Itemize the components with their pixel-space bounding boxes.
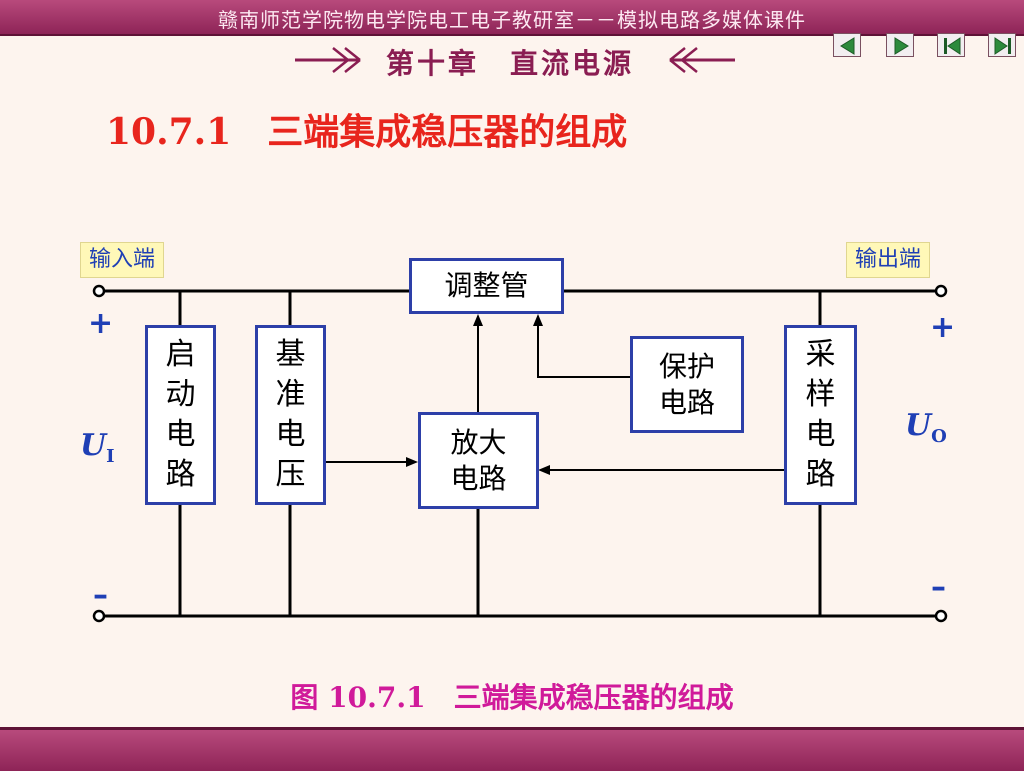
skip-first-icon — [944, 37, 961, 55]
input-minus-sign: – — [93, 578, 108, 613]
startup-label: 启动电路 — [165, 337, 196, 492]
first-button[interactable] — [937, 33, 965, 57]
output-plus-terminal — [934, 284, 948, 298]
protection-to-regulator-wire — [537, 322, 630, 378]
uo-sub: O — [931, 426, 947, 447]
ui-main: U — [80, 428, 107, 463]
input-minus-terminal — [92, 609, 106, 623]
prev-button[interactable] — [833, 33, 861, 57]
startup-block: 启动电路 — [145, 325, 216, 505]
amplifier-label: 放大电路 — [450, 425, 507, 495]
output-minus-sign: – — [931, 570, 946, 605]
right-ornament-icon — [669, 47, 735, 73]
arrow-left-sampling — [538, 465, 550, 475]
protection-label: 保护电路 — [658, 349, 715, 419]
reference-block: 基准电压 — [255, 325, 326, 505]
regulator-label: 调整管 — [444, 269, 529, 302]
reference-label: 基准电压 — [275, 337, 306, 492]
arrow-up-protection — [533, 314, 543, 326]
amplifier-block: 放大电路 — [418, 412, 539, 509]
arrow-right-reference — [406, 457, 418, 467]
triangle-left-icon — [840, 37, 855, 55]
course-title: 赣南师范学院物电学院电工电子教研室－－模拟电路多媒体课件 — [218, 8, 806, 32]
output-plus-sign: + — [930, 310, 956, 345]
arrow-up-amp — [473, 314, 483, 326]
sampling-block: 采样电路 — [784, 325, 857, 505]
input-plus-terminal — [92, 284, 106, 298]
regulator-block: 调整管 — [409, 258, 564, 314]
input-voltage-symbol: UI — [80, 428, 115, 467]
output-minus-terminal — [934, 609, 948, 623]
skip-last-icon — [994, 37, 1011, 55]
section-title: 10.7.1 三端集成稳压器的组成 — [106, 111, 628, 153]
bottom-banner — [0, 727, 1024, 771]
chapter-header: 第十章 直流电源 — [270, 40, 750, 80]
left-ornament-icon — [295, 47, 361, 73]
sampling-label: 采样电路 — [805, 337, 836, 492]
input-plus-sign: + — [88, 306, 114, 341]
protection-block: 保护电路 — [630, 336, 744, 433]
chapter-title: 第十章 直流电源 — [385, 47, 634, 80]
last-button[interactable] — [988, 33, 1016, 57]
output-label: 输出端 — [846, 242, 931, 278]
figure-caption: 图 10.7.1 三端集成稳压器的组成 — [290, 681, 734, 714]
uo-main: U — [905, 408, 932, 443]
triangle-right-icon — [894, 37, 909, 55]
input-label: 输入端 — [80, 242, 165, 278]
top-banner: 赣南师范学院物电学院电工电子教研室－－模拟电路多媒体课件 — [0, 0, 1024, 36]
next-button[interactable] — [886, 33, 914, 57]
output-voltage-symbol: UO — [905, 408, 947, 447]
ui-sub: I — [106, 446, 115, 467]
